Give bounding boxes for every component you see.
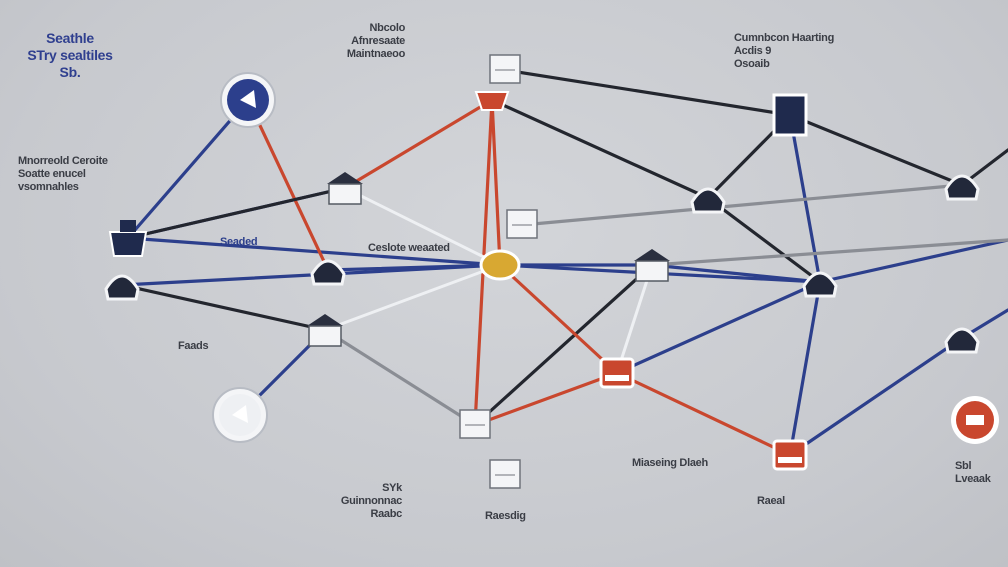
node-box-icon[interactable]: [459, 409, 491, 439]
node-red-icon[interactable]: [474, 91, 510, 111]
edge-D-G: [343, 98, 494, 190]
edge-M-Q: [706, 196, 822, 284]
edge-A-B: [126, 98, 250, 240]
label-left-mid: Mnorreold Ceroite Soatte enucel vsomnahl…: [18, 155, 108, 193]
edge-T-Q: [788, 280, 822, 457]
node-red-box-icon[interactable]: [599, 357, 635, 389]
edge-Q-Y: [818, 238, 1008, 284]
edge-O-Y: [650, 238, 1008, 267]
node-box-dark-icon[interactable]: [772, 93, 808, 137]
edge-O-P: [615, 263, 654, 375]
edge-A-E: [246, 98, 330, 272]
edge-P-Q: [615, 280, 822, 375]
label-bottom-right-2: Raeal: [757, 495, 785, 507]
node-small-icon[interactable]: [944, 174, 980, 201]
edge-F-I: [323, 263, 502, 332]
label-left-low: Faads: [178, 340, 209, 352]
edge-D-I: [343, 186, 502, 267]
edge-P-T: [615, 371, 792, 457]
node-small-icon[interactable]: [104, 274, 140, 301]
edge-B-D: [126, 186, 347, 240]
node-red-circle-icon[interactable]: [951, 396, 999, 444]
edge-E-I: [326, 263, 502, 272]
node-yellow-icon[interactable]: [479, 249, 521, 281]
node-globe-icon[interactable]: [220, 72, 276, 128]
node-ship-icon[interactable]: [108, 220, 148, 257]
label-center-left: Seaded: [220, 236, 258, 248]
label-far-right: Sbl Lveaak: [955, 460, 991, 485]
edge-T-S: [788, 336, 964, 457]
edge-G-I: [490, 98, 502, 267]
edge-L-P: [473, 371, 619, 427]
edge-N-R: [788, 113, 964, 187]
node-globe-icon[interactable]: [212, 387, 268, 443]
label-bottom-center: Raesdig: [485, 510, 526, 522]
node-bag-icon[interactable]: [489, 459, 521, 489]
node-building-icon[interactable]: [307, 314, 343, 347]
node-red-box-icon[interactable]: [772, 439, 808, 471]
node-small-icon[interactable]: [690, 187, 726, 214]
node-small-icon[interactable]: [802, 271, 838, 298]
edge-H-N: [503, 68, 792, 117]
edge-B-I: [126, 236, 502, 267]
label-center: Ceslote weaated: [368, 242, 450, 254]
edge-I-P: [498, 263, 619, 375]
diagram-title: Seathle STry sealtiles Sb.: [27, 30, 113, 80]
node-box-icon[interactable]: [489, 54, 521, 84]
node-building-icon[interactable]: [634, 249, 670, 282]
label-bottom-right: Miaseing Dlaeh: [632, 457, 708, 469]
label-top-right: Cumnbcon Haarting Acdis 9 Osoaib: [734, 32, 835, 70]
edge-O-Q: [650, 263, 822, 284]
node-small-icon[interactable]: [944, 327, 980, 354]
edge-F-L: [323, 328, 477, 427]
edge-L-O: [473, 263, 654, 427]
edge-G-M: [490, 98, 710, 200]
label-bottom-center-left: SYk Guinnonnac Raabc: [340, 482, 402, 520]
edge-J-R: [520, 183, 964, 227]
label-top-center: Nbcolo Afnresaate Maintnaeoo: [346, 22, 405, 60]
node-small-icon[interactable]: [310, 259, 346, 286]
edge-C-F: [120, 283, 327, 332]
node-box-icon[interactable]: [506, 209, 538, 239]
node-building-icon[interactable]: [327, 172, 363, 205]
